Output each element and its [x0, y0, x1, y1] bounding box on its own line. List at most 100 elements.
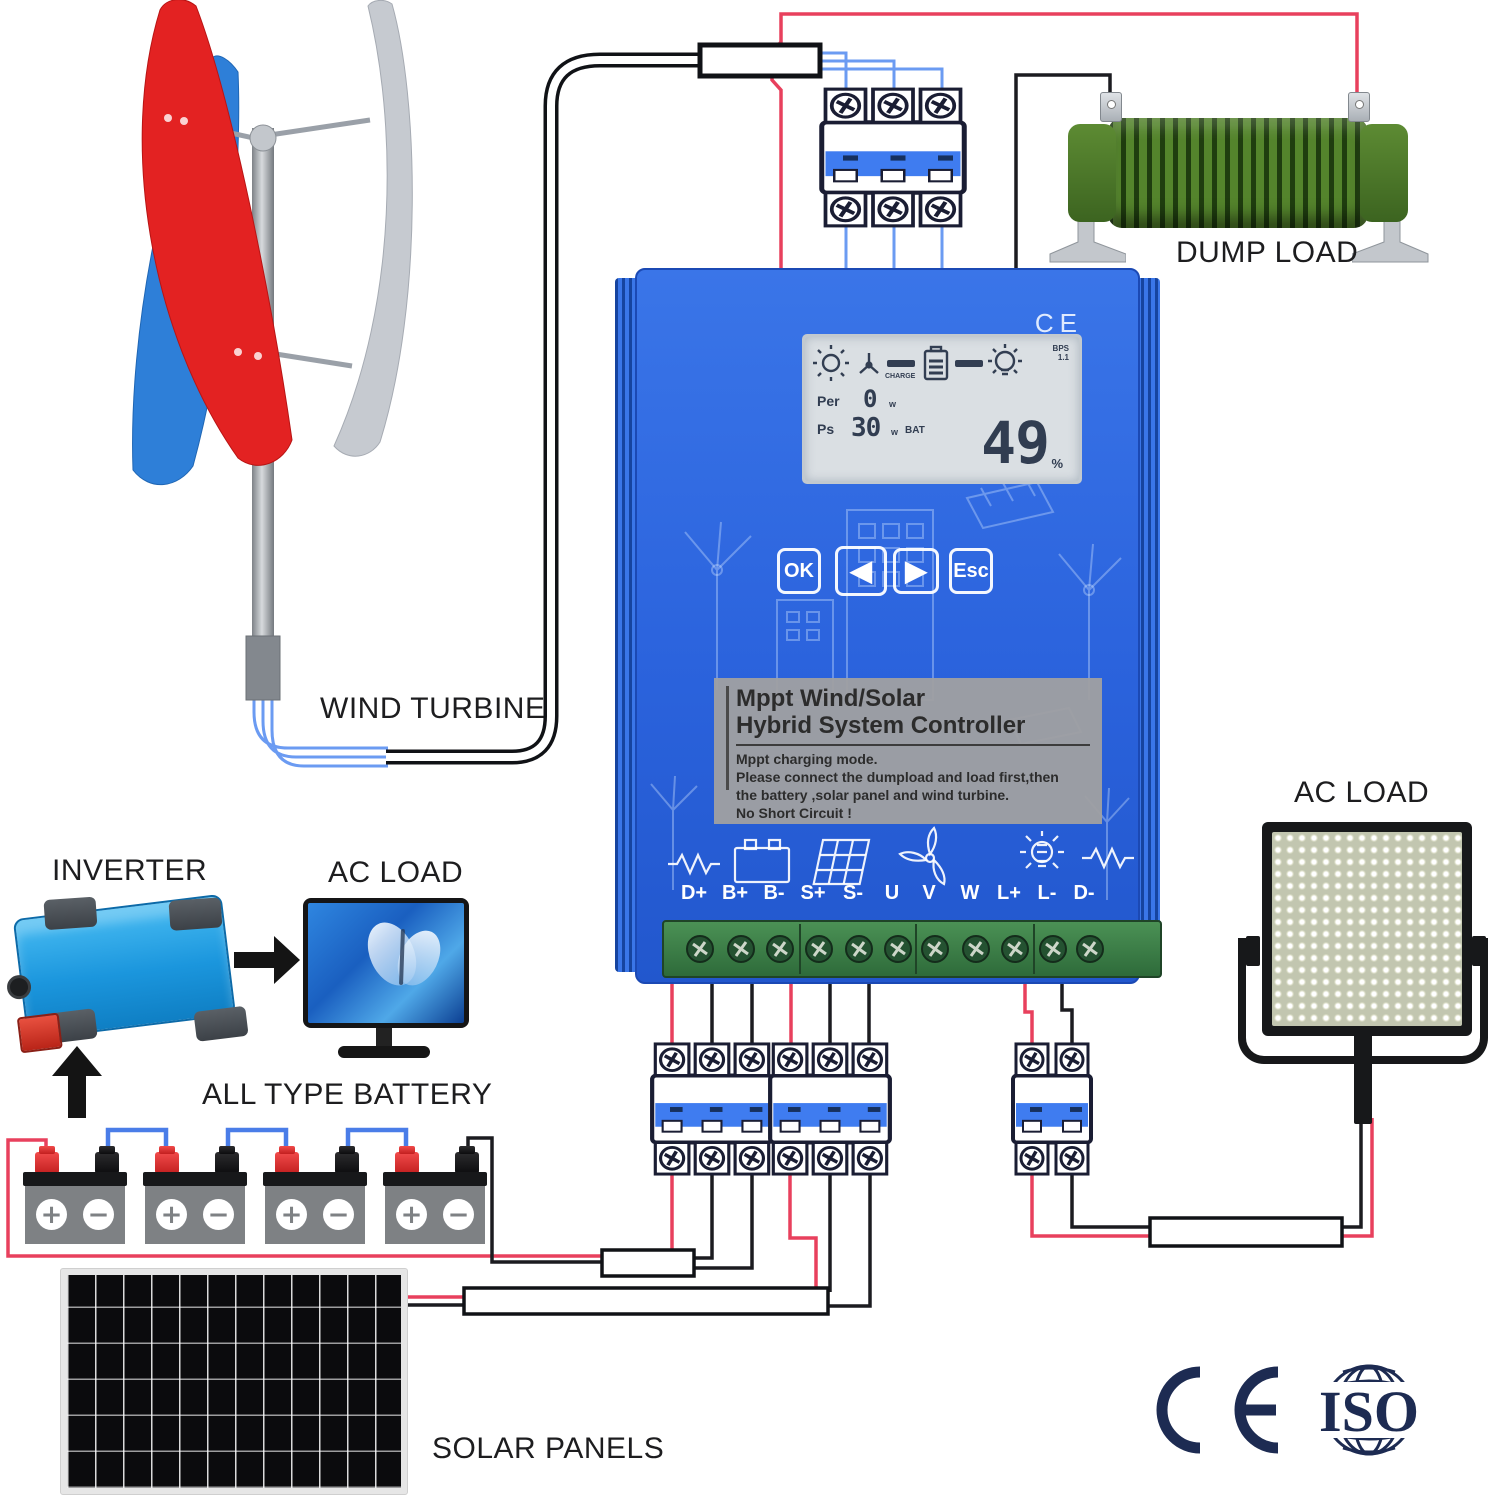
resistor-icon-right — [1082, 846, 1134, 870]
flow-arrow-up-icon — [50, 1046, 104, 1118]
breaker-bottom-wires — [694, 1118, 1374, 1308]
terminal-label-u: U — [884, 882, 900, 904]
terminal-label-bplus: B+ — [721, 882, 749, 904]
minus-symbol: − — [323, 1199, 354, 1230]
lcd-per-value: 0 — [863, 385, 877, 413]
battery-top — [23, 1172, 127, 1186]
turbine-cable-core — [386, 56, 706, 761]
solar-cells — [67, 1275, 401, 1488]
flow-dash-1 — [887, 360, 915, 367]
plus-symbol: + — [36, 1199, 67, 1230]
panel-title-line2: Hybrid System Controller — [736, 711, 1026, 739]
ok-button[interactable]: OK — [777, 548, 821, 594]
ac-load-left-label: AC LOAD — [328, 856, 464, 889]
resistor-icon-left — [668, 852, 720, 876]
prev-arrow-icon: ◀ — [850, 555, 872, 586]
battery-top — [143, 1172, 247, 1186]
flow-dash-2 — [955, 360, 983, 367]
battery-positive-post — [155, 1146, 179, 1174]
resistor-cap-right — [1360, 124, 1408, 222]
circuit-breaker-load — [1011, 1042, 1093, 1176]
monitor-screen — [308, 903, 464, 1023]
plus-symbol: + — [156, 1199, 187, 1230]
battery-terminal-icon — [733, 838, 791, 884]
terminal-label-bminus: B- — [763, 882, 785, 904]
ce-logo-c — [1156, 1366, 1201, 1454]
monitor-base — [338, 1046, 430, 1058]
gray-blade — [333, 0, 413, 457]
battery-positive-post — [275, 1146, 299, 1174]
inverter-label: INVERTER — [52, 854, 208, 887]
battery-top — [383, 1172, 487, 1186]
battery-body: + − — [265, 1186, 365, 1244]
battery-3: + − — [263, 1146, 367, 1246]
esc-button-label: Esc — [953, 559, 989, 582]
controller-ce-mark: CE — [1034, 308, 1083, 338]
blade-bolts — [164, 114, 262, 360]
info-panel: Mppt Wind/Solar Hybrid System Controller… — [714, 678, 1102, 824]
terminal-screws — [686, 924, 1104, 974]
inverter-cap — [168, 897, 223, 931]
fuse-block-battery — [600, 1248, 696, 1278]
terminal-label-v: V — [922, 882, 936, 904]
wind-turbine-terminal-icon — [898, 826, 946, 886]
dump-load-resistor — [1068, 118, 1408, 228]
lamp-pin-right — [1472, 936, 1486, 966]
resistor-cap-left — [1068, 124, 1116, 222]
battery-1: + − — [23, 1146, 127, 1246]
battery-negative-post — [95, 1146, 119, 1174]
terminal-label-splus: S+ — [800, 882, 826, 904]
flow-arrow-right-icon — [234, 936, 300, 984]
battery-4: + − — [383, 1146, 487, 1246]
battery-negative-wire — [466, 1136, 604, 1264]
dump-load-terminal-left — [1100, 92, 1122, 122]
solar-panel-icon — [812, 838, 871, 886]
dump-load-terminal-right — [1348, 92, 1370, 122]
solar-panel-image — [60, 1268, 408, 1495]
lcd-per-unit: w — [889, 399, 897, 409]
lcd-soc-unit: % — [1051, 456, 1063, 471]
battery-body: + − — [145, 1186, 245, 1244]
iso-logo-text: ISO — [1319, 1379, 1419, 1444]
bulb-icon — [988, 344, 1022, 376]
dump-load-label: DUMP LOAD — [1176, 236, 1359, 269]
battery-icon — [923, 345, 949, 381]
sun-rays — [813, 345, 849, 381]
all-type-battery-label: ALL TYPE BATTERY — [202, 1078, 493, 1111]
monitor-neck — [376, 1028, 392, 1048]
ok-button-label: OK — [784, 559, 814, 582]
controller-bottom-wires — [670, 980, 1074, 1046]
cable-connector-block — [697, 42, 823, 79]
panel-note-3: the battery ,solar panel and wind turbin… — [736, 787, 1010, 804]
lcd-charge-label: CHARGE — [885, 373, 916, 380]
lcd-soc-value: 49 — [981, 409, 1050, 477]
lamp-pin-left — [1246, 936, 1260, 966]
minus-symbol: − — [83, 1199, 114, 1230]
wind-turbine-image — [132, 0, 413, 701]
battery-body: + − — [25, 1186, 125, 1244]
dump-load-negative-wire — [1014, 73, 1112, 282]
ac-load-monitor — [303, 898, 469, 1028]
solar-panels-label: SOLAR PANELS — [432, 1432, 665, 1465]
terminal-label-lminus: L- — [1037, 882, 1057, 904]
esc-button[interactable]: Esc — [949, 548, 993, 594]
prev-button[interactable]: ◀ — [835, 546, 887, 596]
panel-note-4: No Short Circuit ! — [736, 805, 852, 822]
terminal-icons — [668, 826, 1134, 886]
next-arrow-icon: ▶ — [905, 555, 927, 586]
plus-symbol: + — [276, 1199, 307, 1230]
led-array — [1272, 832, 1462, 1026]
minus-symbol: − — [203, 1199, 234, 1230]
circuit-breaker-battery — [650, 1042, 774, 1176]
battery-positive-bus — [6, 1138, 674, 1258]
lcd-ps-label: Ps — [817, 421, 835, 437]
terminal-label-w: W — [960, 882, 980, 904]
led-panel-light — [1262, 822, 1472, 1036]
lcd-status-icons — [813, 344, 1022, 381]
next-button[interactable]: ▶ — [893, 548, 939, 594]
circuit-breaker-wind — [819, 87, 967, 228]
battery-body: + − — [385, 1186, 485, 1244]
